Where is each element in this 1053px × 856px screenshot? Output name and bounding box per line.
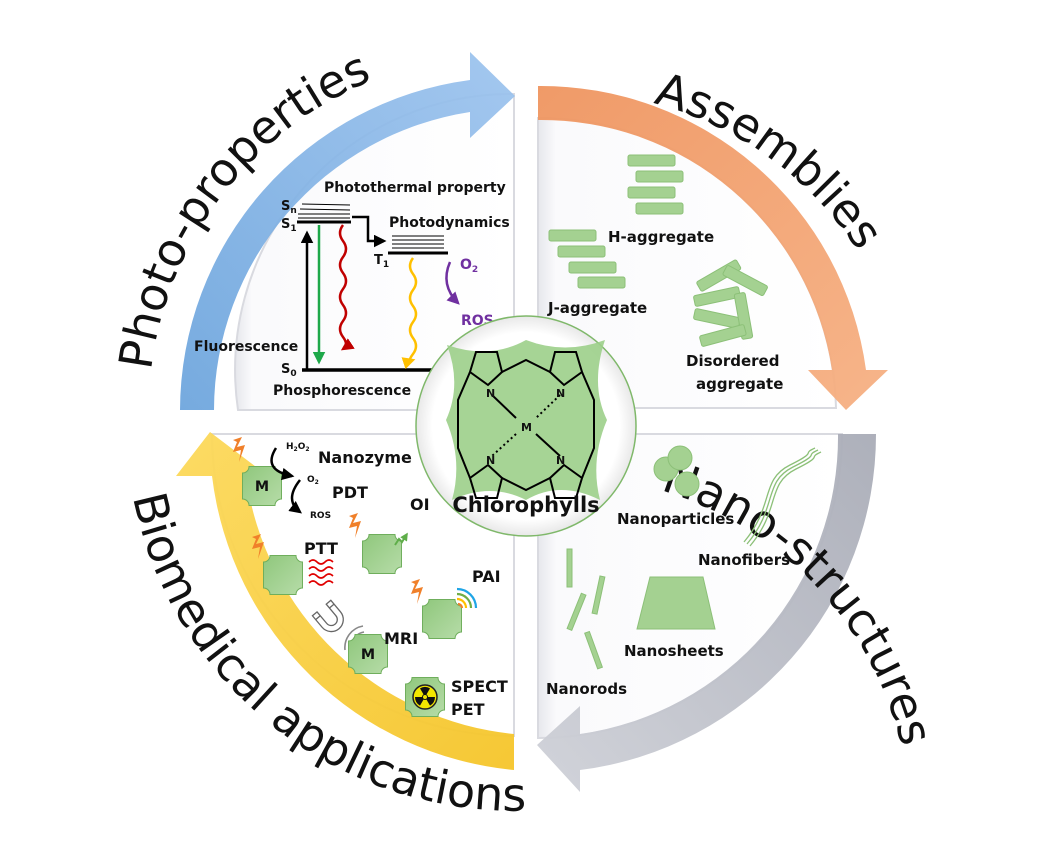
label-disordered: Disordered	[686, 352, 779, 370]
atom-n-top-left: N	[486, 387, 495, 400]
state-sn: Sn	[281, 199, 297, 216]
metal-nanoparticle-nanozyme: M	[242, 466, 282, 506]
label-oi: OI	[410, 495, 430, 514]
label-j-aggregate: J-aggregate	[547, 299, 647, 317]
label-photothermal: Photothermal property	[324, 180, 506, 196]
nanoparticle-pai	[422, 599, 462, 639]
j-aggregate-icon	[548, 229, 626, 289]
nanorods-icon	[566, 548, 606, 670]
nonradiative-wave	[338, 224, 355, 351]
h-aggregate-icon	[627, 154, 684, 215]
label-aggregate: aggregate	[696, 375, 783, 393]
chlorophyll-backdrop	[446, 340, 607, 500]
pdt-curved-arrow	[288, 479, 302, 514]
svg-text:M: M	[255, 479, 269, 495]
label-spect: SPECT	[451, 677, 508, 696]
svg-text:M: M	[361, 647, 375, 663]
label-ros-species: ROS	[310, 511, 331, 521]
arrow-photo-properties	[180, 52, 515, 410]
label-nanorods: Nanorods	[546, 680, 627, 698]
emission-arrow-icon	[394, 532, 408, 546]
atom-n-bottom-left: N	[486, 454, 495, 467]
label-ptt: PTT	[304, 539, 338, 558]
label-nanosheets: Nanosheets	[624, 642, 724, 660]
magnet-icon	[311, 599, 344, 633]
atom-n-bottom-right: N	[556, 454, 565, 467]
label-pai: PAI	[472, 567, 501, 586]
label-pet: PET	[451, 700, 485, 719]
disordered-aggregate-icon	[693, 259, 768, 347]
metal-nanoparticle-mri: M	[348, 634, 388, 674]
nanofibers-icon	[743, 447, 822, 547]
porphyrin-structure	[457, 351, 595, 499]
label-h-aggregate: H-aggregate	[608, 228, 714, 246]
label-h2o2: H2O2	[286, 442, 310, 453]
label-nanoparticles: Nanoparticles	[617, 510, 734, 528]
label-nanozyme: Nanozyme	[318, 448, 412, 467]
nanoparticle-oi	[362, 534, 402, 574]
nano-structures-content	[566, 445, 822, 670]
label-phosphorescence: Phosphorescence	[273, 383, 411, 399]
atom-metal: M	[521, 421, 532, 434]
arrow-nano-structures	[537, 434, 877, 792]
nanoparticles-icon	[653, 445, 700, 497]
cycle-arrows	[176, 52, 888, 792]
nanozyme-curved-arrow	[270, 447, 295, 481]
center-title: Chlorophylls	[452, 493, 599, 517]
nanoparticle-ptt	[263, 555, 303, 595]
arrow-biomedical	[176, 432, 514, 770]
label-fluorescence: Fluorescence	[194, 339, 298, 355]
state-t1: T1	[374, 253, 389, 270]
label-photodynamics: Photodynamics	[389, 215, 510, 231]
assemblies-content	[548, 154, 768, 347]
label-o2-species: O2	[307, 475, 319, 486]
atom-n-top-right: N	[556, 387, 565, 400]
isc-arrow	[352, 215, 387, 248]
signal-waves-icon	[456, 587, 478, 609]
label-pdt: PDT	[332, 483, 368, 502]
label-o2: O2	[460, 257, 478, 275]
arrow-assemblies	[538, 85, 888, 410]
state-s0: S0	[281, 362, 297, 379]
label-mri: MRI	[384, 629, 418, 648]
radiation-icon	[412, 684, 438, 710]
nanosheets-icon	[636, 576, 716, 630]
biomedical-content: M H2O2 O2 ROS Nanozyme PDT OI PTT	[233, 437, 508, 719]
label-nanofibers: Nanofibers	[698, 551, 790, 569]
center-chlorophyll: N N N N M Chlorophylls	[415, 315, 637, 537]
phosphorescence-wave	[401, 257, 418, 370]
state-s1: S1	[281, 217, 297, 234]
heat-waves-icon	[308, 559, 334, 586]
jablonski-diagram: Photothermal property Photodynamics Sn S…	[194, 180, 510, 399]
ros-generation-arrow	[445, 261, 460, 305]
